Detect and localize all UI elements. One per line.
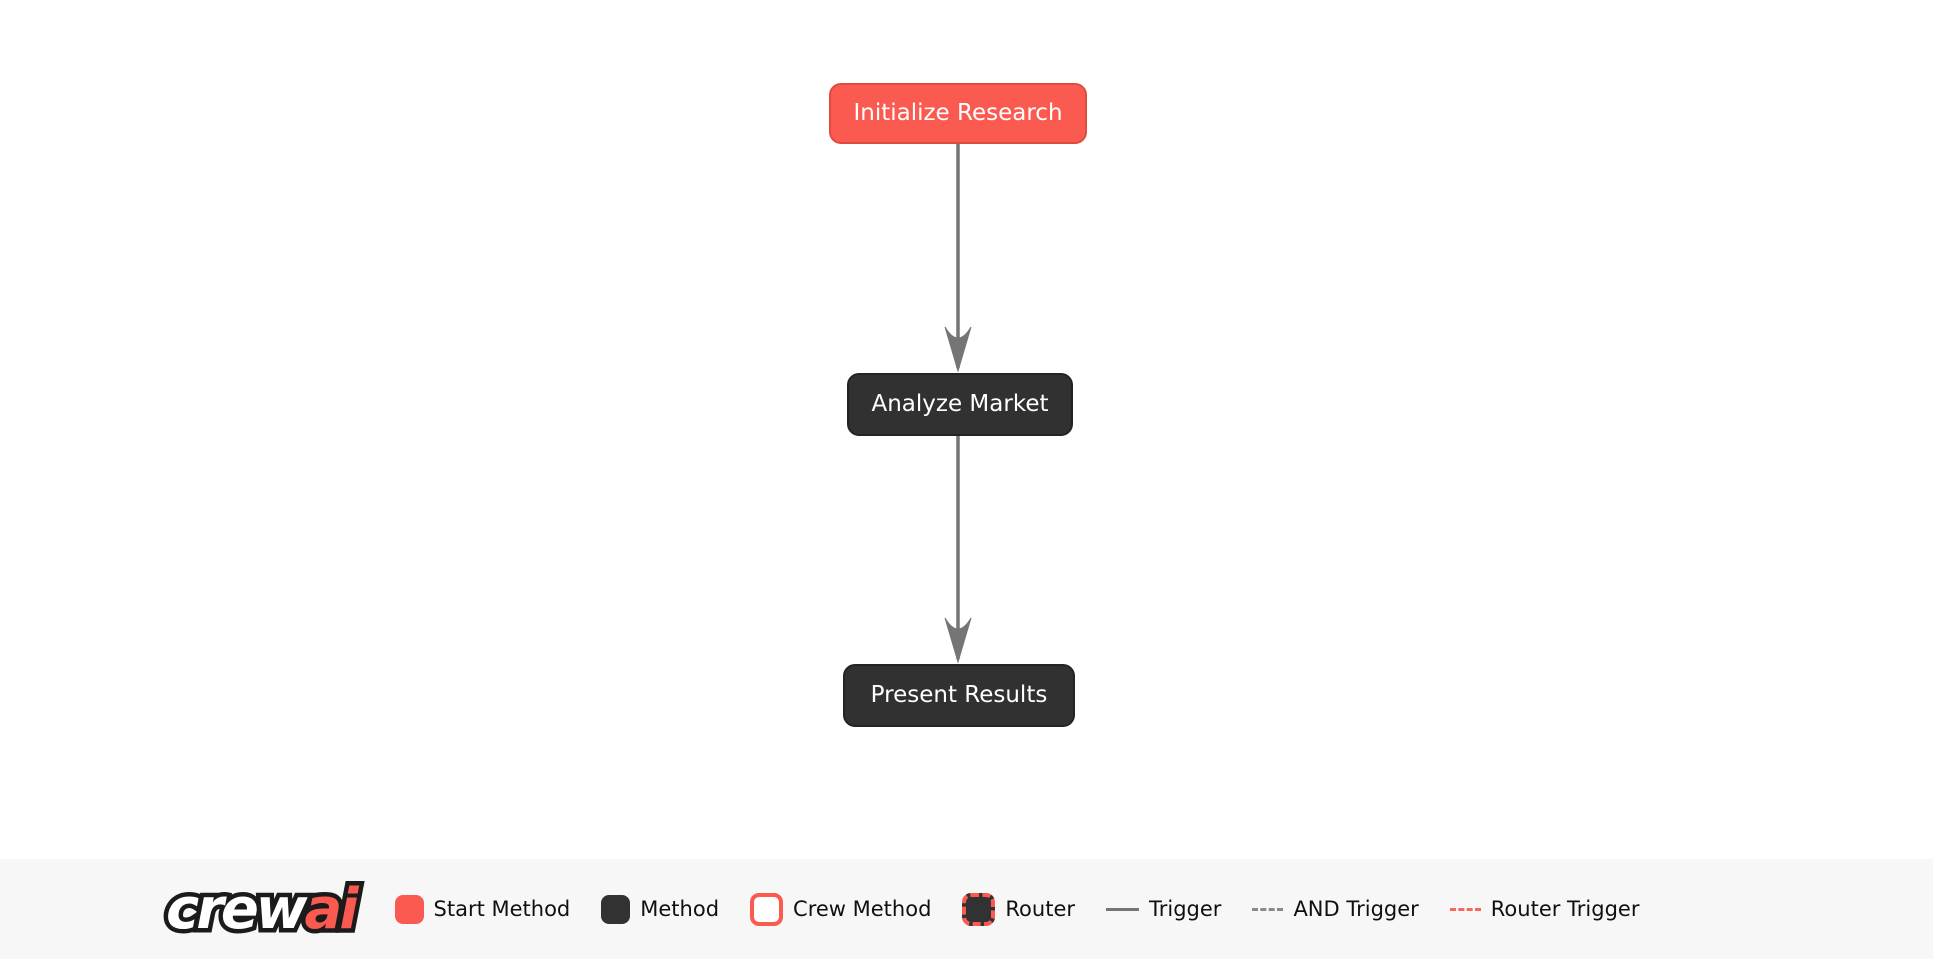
legend-item-trigger: Trigger xyxy=(1106,897,1221,921)
legend-label: Start Method xyxy=(433,897,571,921)
legend-item-start-method: Start Method xyxy=(394,894,571,924)
arrowhead-icon xyxy=(944,326,972,373)
legend-label: Router xyxy=(1005,897,1075,921)
crew-method-swatch-icon xyxy=(750,892,784,926)
legend-label: Router Trigger xyxy=(1490,897,1640,921)
arrowhead-icon xyxy=(944,617,972,664)
legend-bar: crewai Start Method Method Crew Method R… xyxy=(0,859,1933,959)
legend-label: Method xyxy=(640,897,720,921)
crewai-logo-crew: crew xyxy=(162,872,312,946)
flow-node-present-results[interactable]: Present Results xyxy=(843,664,1075,727)
router-swatch-icon xyxy=(962,892,996,926)
legend-item-router: Router xyxy=(962,892,1075,926)
crewai-logo: crewai xyxy=(162,872,363,946)
legend-label: AND Trigger xyxy=(1293,897,1419,921)
legend-label: Crew Method xyxy=(793,897,932,921)
trigger-line-icon xyxy=(1106,907,1139,911)
flow-edges xyxy=(944,144,972,664)
start-method-swatch-icon xyxy=(394,894,424,924)
flow-node-analyze-market[interactable]: Analyze Market xyxy=(847,373,1073,436)
legend-item-router-trigger: Router Trigger xyxy=(1449,897,1640,921)
legend-item-and-trigger: AND Trigger xyxy=(1252,897,1419,921)
legend-item-method: Method xyxy=(601,894,720,924)
legend-label: Trigger xyxy=(1149,897,1222,921)
flow-canvas: Initialize Research Analyze Market Prese… xyxy=(829,83,1087,727)
crewai-logo-ai: ai xyxy=(300,872,363,946)
and-trigger-line-icon xyxy=(1252,907,1284,911)
flow-node-initialize-research[interactable]: Initialize Research xyxy=(829,83,1087,144)
method-swatch-icon xyxy=(601,894,631,924)
legend-item-crew-method: Crew Method xyxy=(750,892,932,926)
router-trigger-line-icon xyxy=(1449,907,1481,911)
